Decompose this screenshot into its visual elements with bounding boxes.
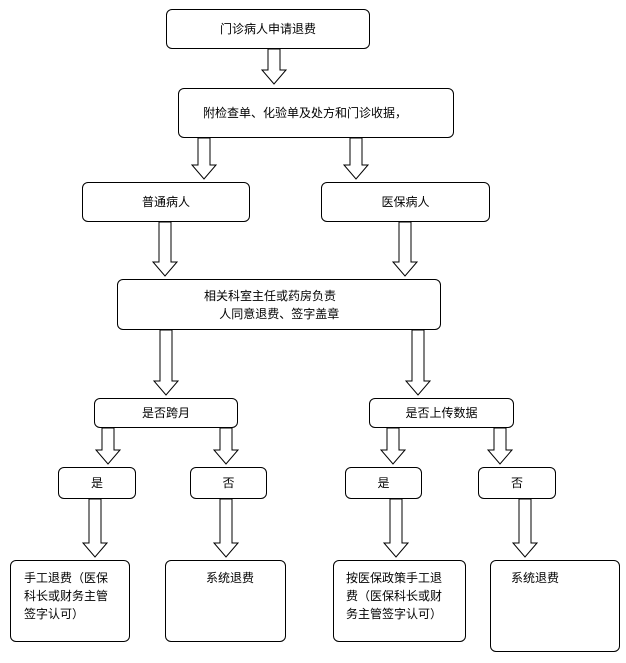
- node-data-uploaded-label: 是否上传数据: [405, 406, 478, 420]
- node-cross-month: 是否跨月: [94, 398, 238, 428]
- node-no-right-label: 否: [510, 476, 523, 490]
- arrow-no-to-system-right: [511, 498, 539, 558]
- arrow-approval-to-uploaded: [404, 329, 432, 396]
- arrow-approval-to-cross-month: [152, 329, 180, 396]
- node-manual-refund-right: 按医保政策手工退 费（医保科长或财 务主管签字认可）: [333, 560, 466, 642]
- node-department-approval: 相关科室主任或药房负责 人同意退费、签字盖章: [117, 279, 441, 330]
- node-apply-refund: 门诊病人申请退费: [166, 9, 370, 49]
- arrow-yes-to-manual-right: [382, 498, 410, 558]
- node-yes-right-label: 是: [377, 476, 390, 490]
- arrow-normal-to-approval: [151, 221, 179, 277]
- arrow-cross-month-to-no: [212, 427, 240, 465]
- node-yes-left-label: 是: [90, 476, 103, 490]
- arrow-attach-to-insured: [342, 137, 370, 180]
- node-normal-patient: 普通病人: [82, 182, 250, 222]
- node-insured-patient-label: 医保病人: [381, 195, 430, 209]
- node-system-refund-right: 系统退费: [490, 560, 620, 652]
- arrow-uploaded-to-yes: [379, 427, 407, 465]
- node-normal-patient-label: 普通病人: [141, 195, 190, 209]
- node-no-left: 否: [190, 467, 267, 499]
- node-attach-documents: 附检查单、化验单及处方和门诊收据，: [178, 88, 454, 138]
- node-system-refund-right-label: 系统退费: [511, 571, 560, 585]
- node-yes-left: 是: [58, 467, 136, 499]
- node-no-left-label: 否: [222, 476, 235, 490]
- node-no-right: 否: [478, 467, 556, 499]
- arrow-no-to-system-left: [212, 498, 240, 558]
- node-yes-right: 是: [345, 467, 422, 499]
- arrow-yes-to-manual-left: [81, 498, 109, 558]
- node-system-refund-left: 系统退费: [165, 560, 286, 642]
- arrow-insured-to-approval: [391, 221, 419, 277]
- node-manual-refund-right-label: 按医保政策手工退 费（医保科长或财 务主管签字认可）: [346, 571, 443, 621]
- node-manual-refund-left: 手工退费（医保 科长或财务主管 签字认可）: [10, 560, 130, 642]
- arrow-apply-to-attach: [260, 48, 288, 85]
- node-apply-refund-label: 门诊病人申请退费: [219, 22, 316, 36]
- node-attach-documents-label: 附检查单、化验单及处方和门诊收据，: [203, 106, 408, 120]
- node-insured-patient: 医保病人: [321, 182, 490, 222]
- arrow-uploaded-to-no: [486, 427, 514, 465]
- arrow-cross-month-to-yes: [94, 427, 122, 465]
- node-manual-refund-left-label: 手工退费（医保 科长或财务主管 签字认可）: [24, 571, 109, 621]
- node-data-uploaded: 是否上传数据: [369, 398, 514, 428]
- node-department-approval-label: 相关科室主任或药房负责 人同意退费、签字盖章: [204, 289, 340, 321]
- arrow-attach-to-normal: [190, 137, 218, 180]
- node-cross-month-label: 是否跨月: [141, 406, 190, 420]
- node-system-refund-left-label: 系统退费: [206, 571, 255, 585]
